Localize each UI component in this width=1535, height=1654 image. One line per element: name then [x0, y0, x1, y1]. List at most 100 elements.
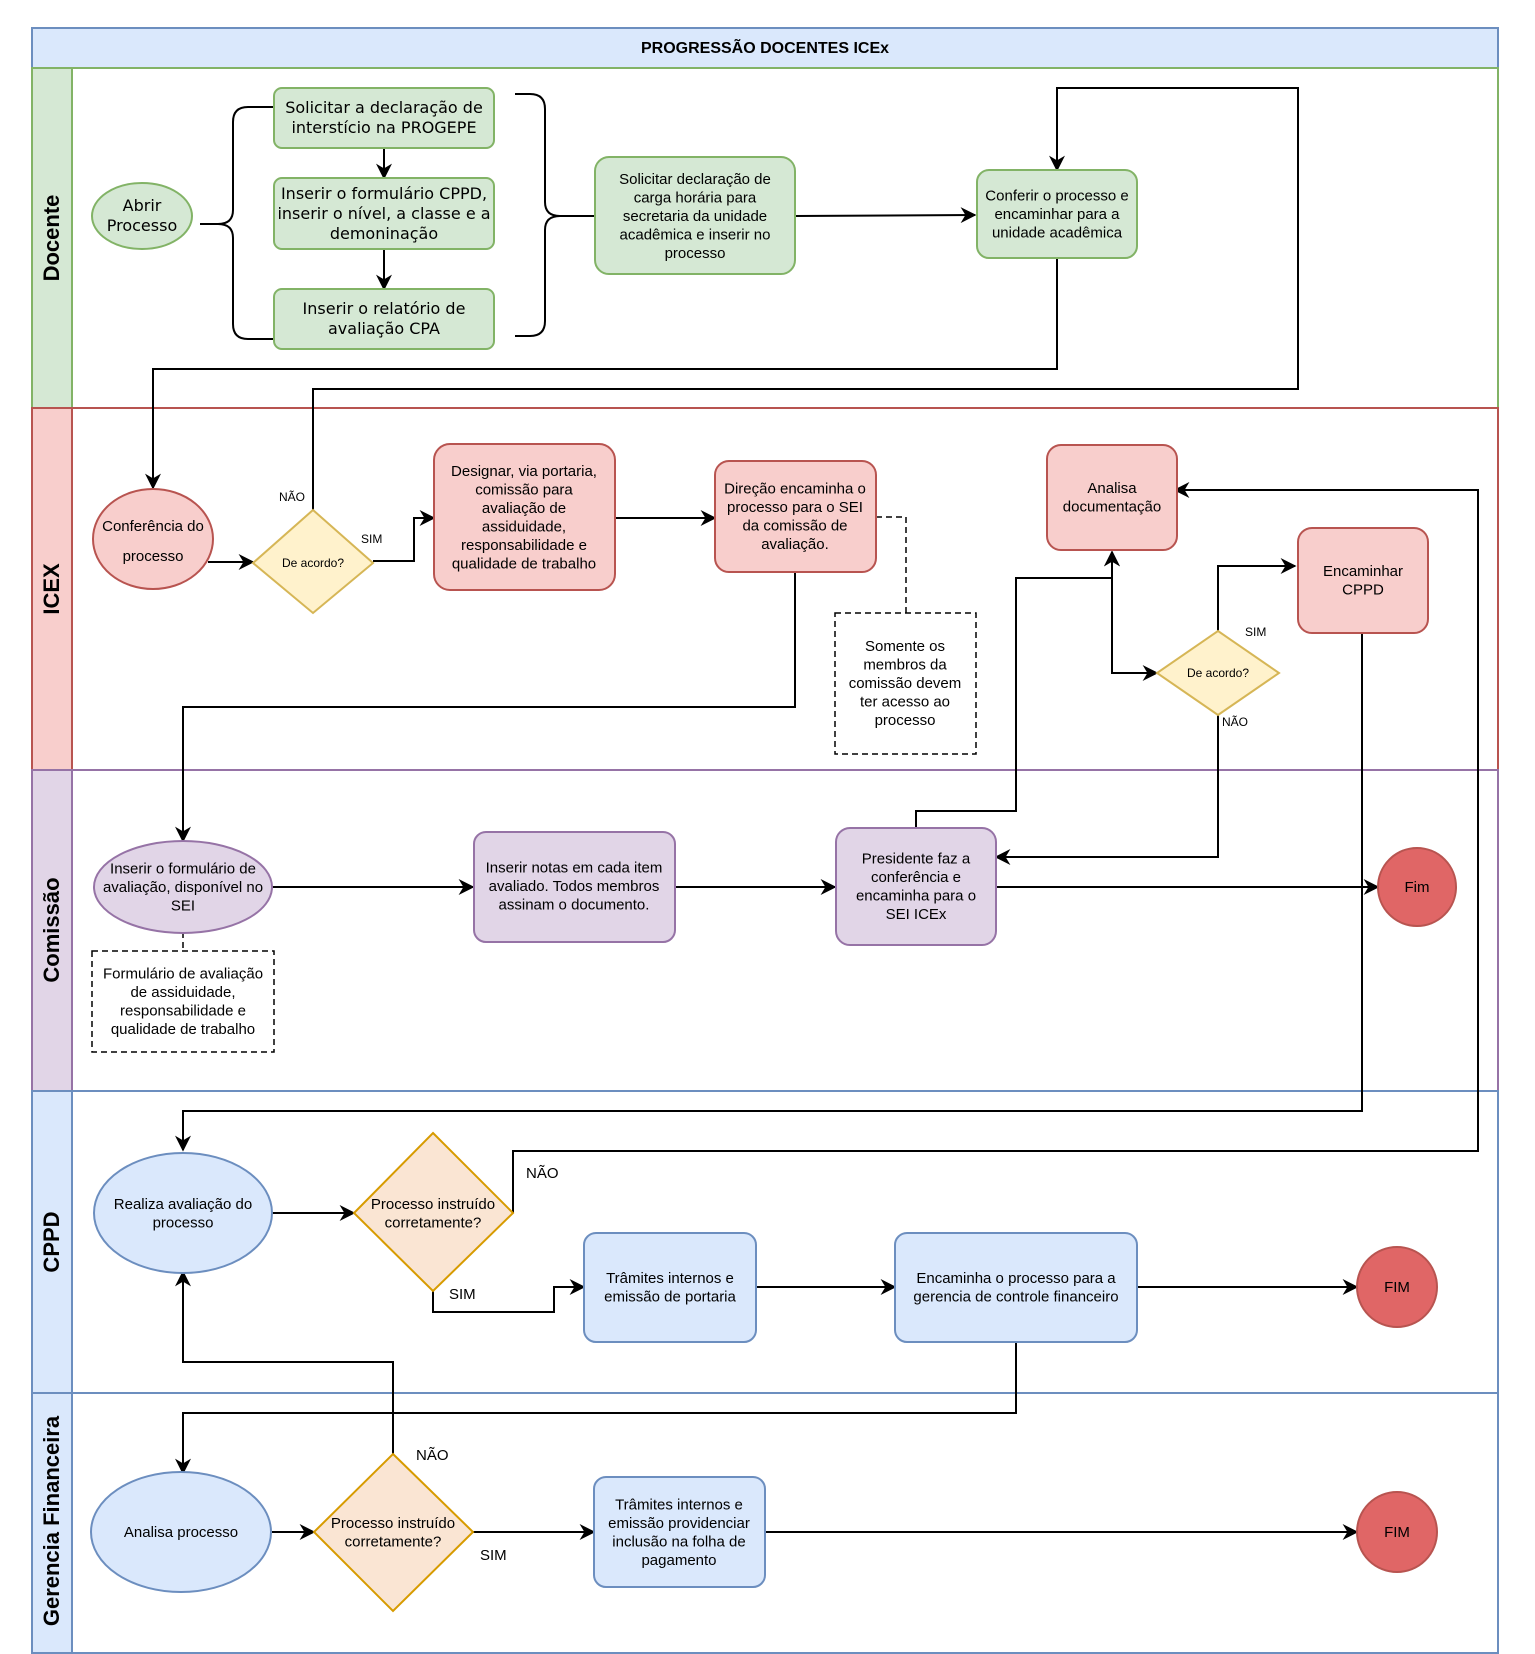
- edge-label-nao: NÃO: [526, 1165, 559, 1182]
- node-text-line: emissão providenciar: [608, 1515, 750, 1532]
- edge-label-sim: SIM: [480, 1547, 507, 1564]
- node-text-line: processo: [123, 548, 184, 565]
- edge-deacordo1-nao: [312, 87, 1299, 510]
- node-text-line: Inserir o formulário CPPD,: [281, 184, 487, 203]
- task-inserir-formulario-cppd[interactable]: Inserir o formulário CPPD,inserir o níve…: [273, 177, 495, 250]
- node-text-line: avaliação CPA: [328, 319, 440, 338]
- node-text-line: pagamento: [641, 1552, 716, 1569]
- node-text-line: responsabilidade e: [461, 537, 587, 554]
- edge-instruido1-sim: [432, 1279, 586, 1313]
- lane-label-gerencia: Gerencia Financeira: [39, 1415, 64, 1626]
- node-text-line: corretamente?: [385, 1214, 482, 1231]
- node-text-line: Processo: [107, 216, 177, 235]
- node-text-line: Abrir: [123, 196, 162, 215]
- node-text-line: Trâmites internos e: [606, 1270, 734, 1287]
- decision-de-acordo[interactable]: De acordo?: [251, 508, 375, 615]
- edge-deacordo1-sim: [373, 510, 436, 562]
- brace-left: [200, 106, 273, 340]
- edge-label-nao: NÃO: [279, 490, 305, 504]
- node-text-line: inclusão na folha de: [612, 1533, 745, 1550]
- task-analisa-processo[interactable]: Analisa processo: [90, 1471, 272, 1593]
- lane-label-docente: Docente: [39, 195, 64, 282]
- node-text-line: encaminhar para a: [994, 206, 1120, 223]
- node-text-line: processo para o SEI: [727, 499, 863, 516]
- node-text-line: Solicitar declaração de: [619, 171, 771, 188]
- end-node-fim[interactable]: Fim: [1377, 847, 1457, 927]
- node-text-line: interstício na PROGEPE: [291, 118, 476, 137]
- decision-de-acordo[interactable]: De acordo?: [1155, 629, 1281, 717]
- node-text-line: Designar, via portaria,: [451, 463, 597, 480]
- svg-text:De acordo?: De acordo?: [1187, 666, 1249, 680]
- node-text-line: Inserir o formulário de: [110, 861, 256, 878]
- node-text-line: corretamente?: [345, 1533, 442, 1550]
- node-text-line: Encaminhar: [1323, 563, 1403, 580]
- node-text-line: demoninação: [330, 224, 438, 243]
- edge-conferir-conferencia: [145, 258, 1058, 490]
- edge-label-sim: SIM: [361, 532, 382, 546]
- node-text-line: de assiduidade,: [130, 984, 235, 1001]
- task-conferencia-processo[interactable]: Conferência do processo: [92, 488, 214, 590]
- svg-text:Analisa processo: Analisa processo: [124, 1524, 238, 1541]
- edge-direcao-inseriraval: [175, 572, 796, 843]
- node-text-line: assinam o documento.: [499, 897, 650, 914]
- node-text-line: Inserir notas em cada item: [486, 860, 663, 877]
- node-text-line: encaminha para o: [856, 887, 976, 904]
- node-text-line: emissão de portaria: [604, 1288, 736, 1305]
- node-text-line: acadêmica e inserir no: [620, 227, 771, 244]
- end-node-fim[interactable]: FIM: [1356, 1246, 1438, 1328]
- node-text-line: avaliação.: [761, 536, 829, 553]
- node-text-line: Conferir o processo e: [985, 188, 1128, 205]
- node-text-line: unidade acadêmica: [992, 225, 1123, 242]
- node-text-line: processo: [665, 245, 726, 262]
- diagram-title: PROGRESSÃO DOCENTES ICEx: [641, 37, 889, 57]
- node-text-line: Realiza avaliação do: [114, 1196, 252, 1213]
- end-node-fim[interactable]: FIM: [1356, 1491, 1438, 1573]
- edge-deacordo2-sim: [1217, 558, 1297, 631]
- edge-direcao-note: [876, 516, 907, 613]
- node-text-line: comissão devem: [849, 675, 962, 692]
- node-text-line: comissão para: [475, 481, 573, 498]
- svg-text:FIM: FIM: [1384, 1524, 1410, 1541]
- node-text-line: qualidade de trabalho: [452, 555, 596, 572]
- node-text-line: Conferência do: [102, 518, 204, 535]
- edge-cppd-realiza: [175, 633, 1363, 1152]
- node-text-line: Processo instruído: [331, 1515, 455, 1532]
- edge-label-nao: NÃO: [1222, 715, 1248, 729]
- node-text-line: membros da: [863, 657, 947, 674]
- node-text-line: Analisa: [1087, 480, 1137, 497]
- svg-text:Inserir o formulário CPPD,inse: Inserir o formulário CPPD,inserir o níve…: [277, 184, 490, 243]
- edge-encaminha-analisaproc: [175, 1342, 1017, 1475]
- node-text-line: processo: [153, 1214, 214, 1231]
